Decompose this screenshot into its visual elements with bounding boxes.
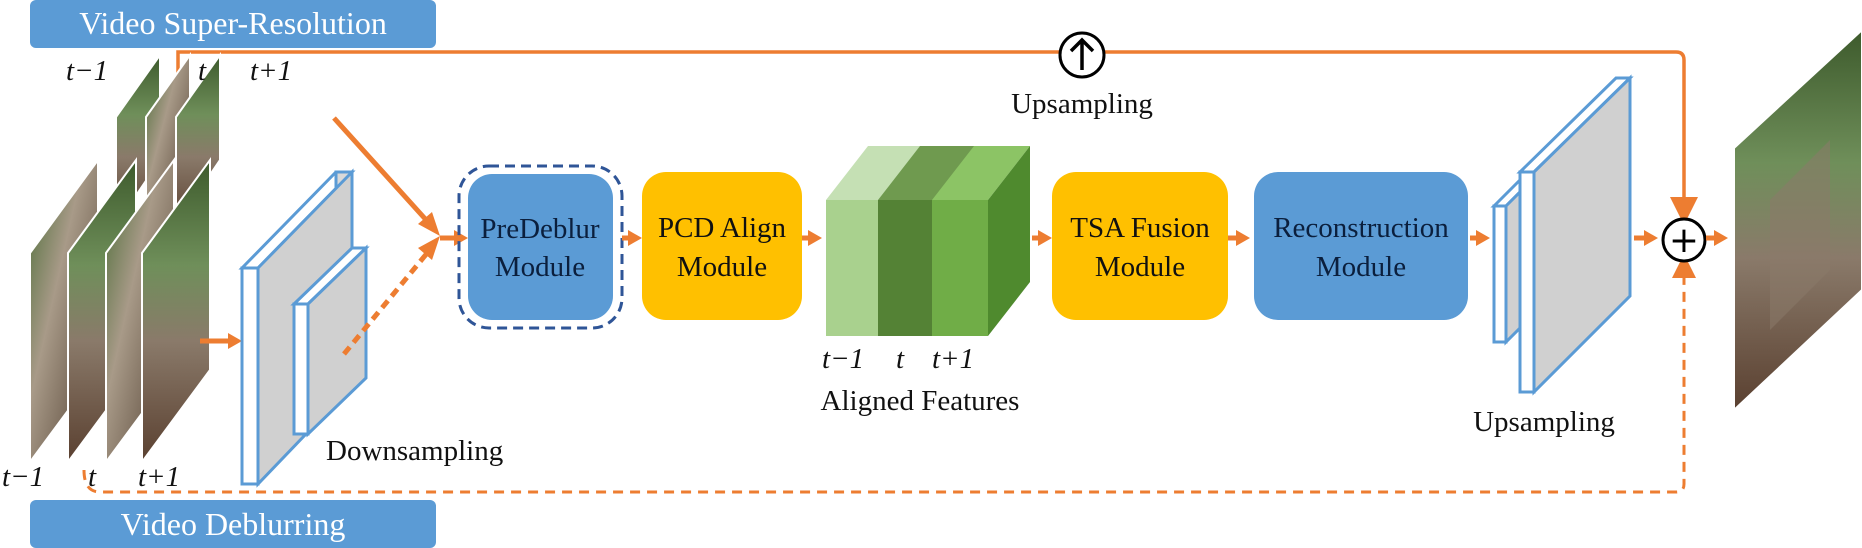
upsampling-block-large xyxy=(1516,74,1634,396)
sr-skip-connection xyxy=(176,50,1698,225)
video-deblur-tag: Video Deblurring xyxy=(30,500,436,548)
video-sr-tag: Video Super-Resolution xyxy=(30,0,436,48)
tsa-label-line1: TSA Fusion xyxy=(1070,212,1210,244)
bottom-frame-label-prev: t−1 xyxy=(2,461,44,493)
video-deblur-tag-text: Video Deblurring xyxy=(121,506,346,542)
sum-node: + xyxy=(1661,217,1707,263)
tsa-fusion-module: TSA Fusion Module xyxy=(1052,172,1228,320)
arrow-upsampling-to-sum xyxy=(1634,230,1658,246)
upsampling-circle-icon xyxy=(1058,31,1106,79)
predeblur-label-line2: Module xyxy=(495,251,585,283)
aligned-feature-next xyxy=(932,146,1030,336)
tsa-label-line2: Module xyxy=(1095,251,1185,283)
merge-arrow xyxy=(440,230,468,246)
aligned-label-next: t+1 xyxy=(932,343,974,375)
aligned-label-prev: t−1 xyxy=(822,343,864,375)
pcd-align-module: PCD Align Module xyxy=(642,172,802,320)
video-sr-tag-text: Video Super-Resolution xyxy=(79,5,387,41)
sr-input-diagonal-arrow xyxy=(332,116,440,236)
arrow-predeblur-to-pcd xyxy=(622,230,642,246)
arrow-pcd-to-features xyxy=(802,230,822,246)
top-frame-label-cur: t xyxy=(198,55,207,87)
upsampling-right-label: Upsampling xyxy=(1473,406,1615,438)
bottom-frame-label-next: t+1 xyxy=(138,461,180,493)
pcd-label-line1: PCD Align xyxy=(658,212,787,244)
aligned-label-cur: t xyxy=(896,343,905,375)
upsampling-top-label: Upsampling xyxy=(1011,88,1153,120)
downsampling-block-small xyxy=(290,244,370,438)
recon-label-line1: Reconstruction xyxy=(1273,212,1449,244)
input-arrow xyxy=(200,333,242,349)
predeblur-label-line1: PreDeblur xyxy=(480,213,600,245)
reconstruction-module: Reconstruction Module xyxy=(1254,172,1468,320)
recon-label-line2: Module xyxy=(1316,251,1406,283)
top-frame-label-next: t+1 xyxy=(250,55,292,87)
arrow-tsa-to-recon xyxy=(1228,230,1250,246)
arrow-features-to-tsa xyxy=(1032,230,1052,246)
top-frame-label-prev: t−1 xyxy=(66,55,108,87)
predeblur-module: PreDeblur Module xyxy=(457,164,624,330)
plus-icon: + xyxy=(1669,220,1699,261)
deblur-input-diagonal-arrow xyxy=(342,236,440,356)
output-frame xyxy=(1733,28,1862,413)
pcd-label-line2: Module xyxy=(677,251,767,283)
bottom-input-frames xyxy=(29,156,211,466)
deblur-skip-connection xyxy=(82,254,1696,494)
arrow-sum-to-output xyxy=(1706,230,1728,246)
arrow-recon-to-upsampling xyxy=(1470,230,1490,246)
downsampling-label: Downsampling xyxy=(326,435,503,467)
aligned-features-label: Aligned Features xyxy=(821,385,1020,417)
bottom-frame-label-cur: t xyxy=(88,461,97,493)
